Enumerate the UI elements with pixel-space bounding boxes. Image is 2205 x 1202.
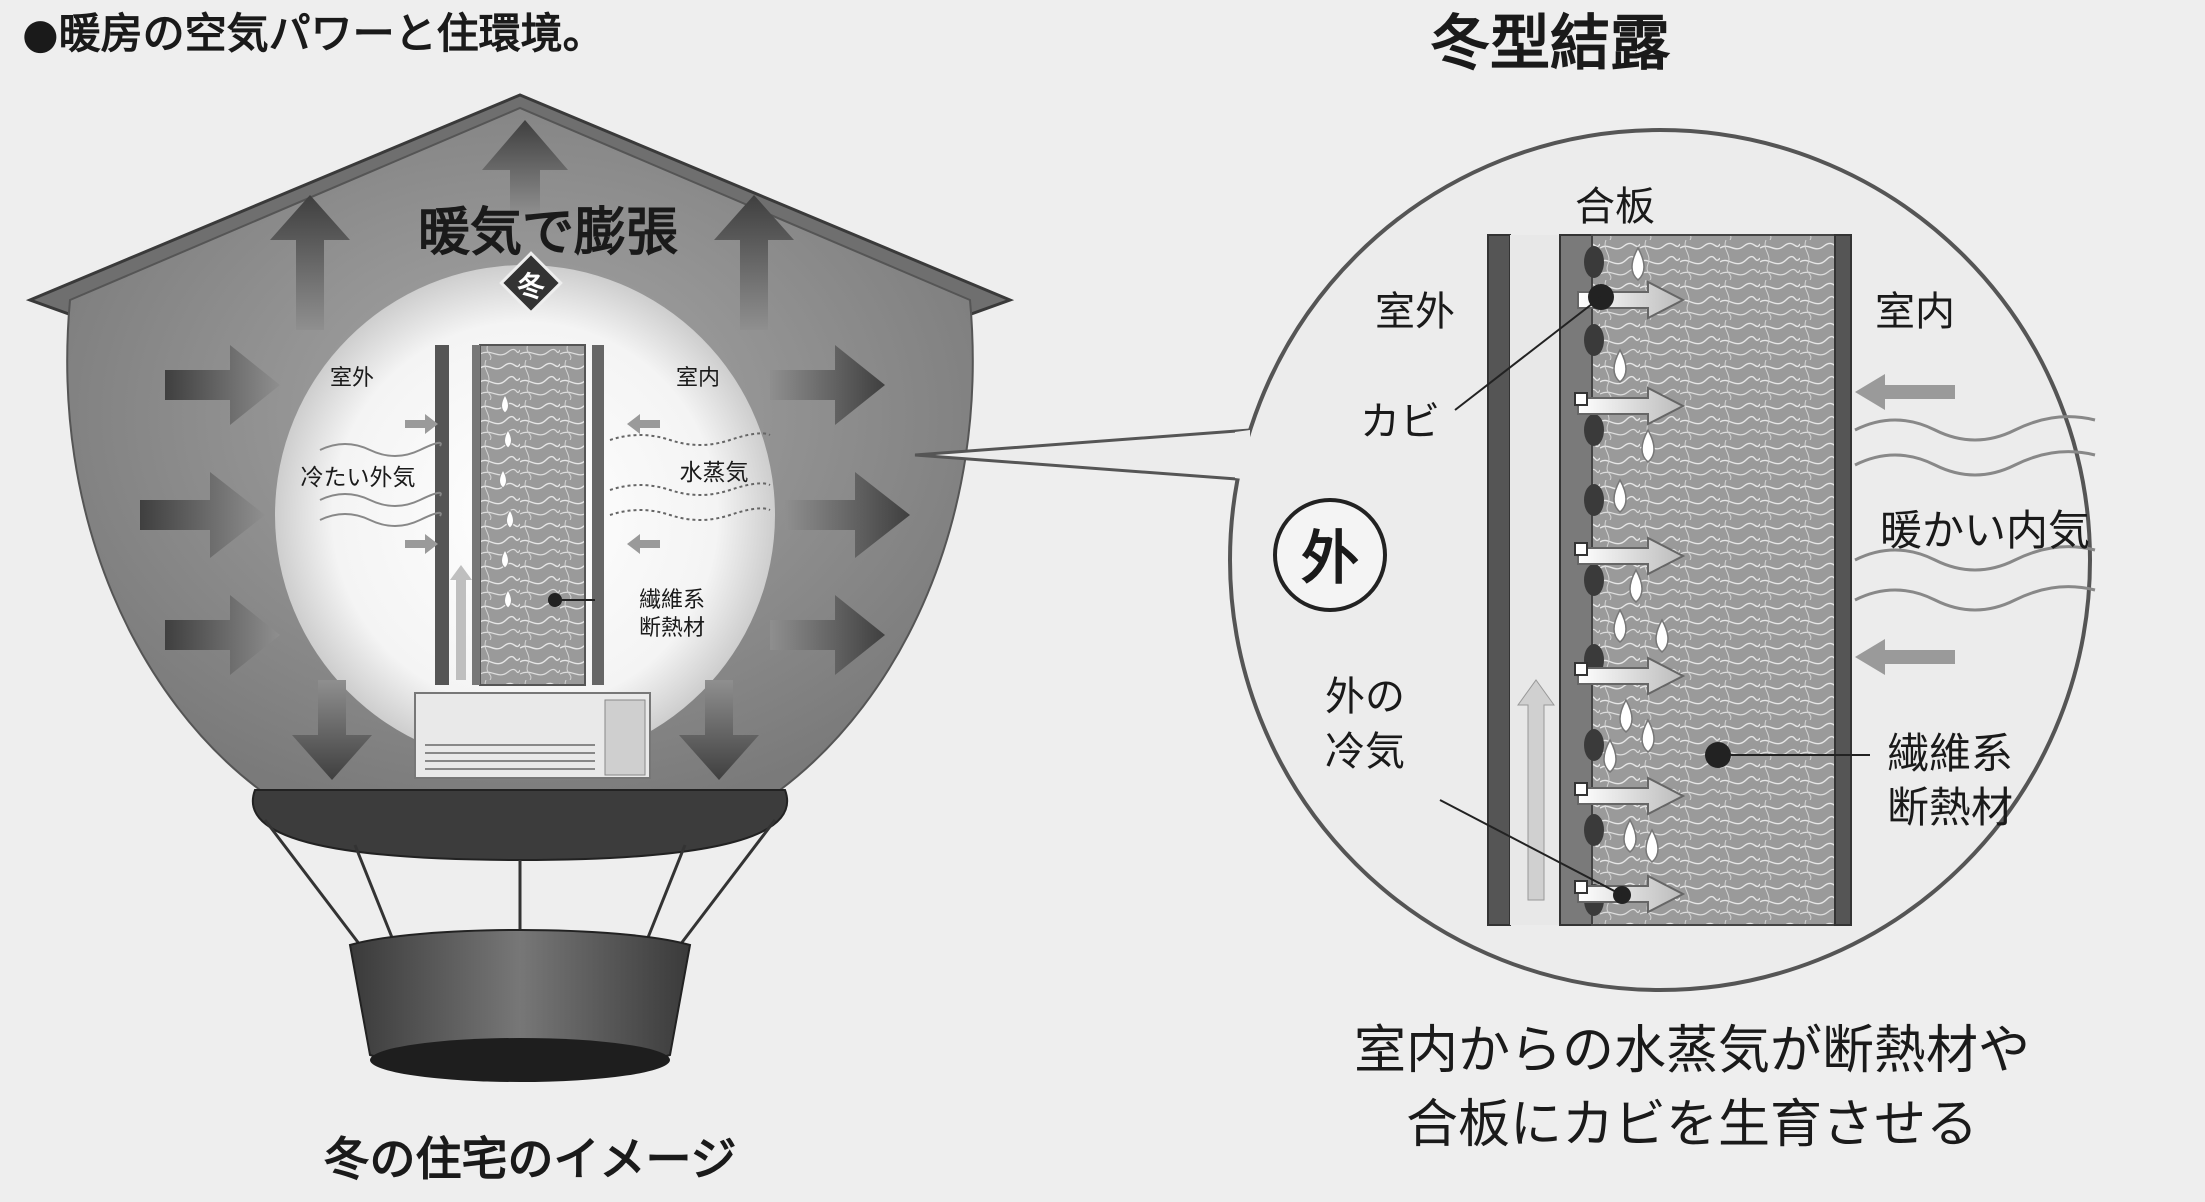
- detail-plywood-label: 合板: [1575, 184, 1655, 230]
- season-badge: 冬: [499, 251, 563, 315]
- balloon-outdoor-label: 室外: [330, 366, 374, 391]
- basket-bottom: [370, 1038, 670, 1082]
- balloon-indoor-label: 室内: [676, 366, 720, 391]
- arrow-up-2: [482, 120, 568, 215]
- small-arrow: [405, 414, 438, 434]
- arrow-left-2: [140, 472, 265, 558]
- cavity-up-arrow: [450, 565, 472, 680]
- outside-badge: 外: [1273, 498, 1387, 612]
- balloon-skirt: [251, 789, 789, 862]
- balloon-wall-section: [319, 344, 771, 686]
- warm-air-arrows: [1855, 374, 1955, 675]
- cold-air-lines: [319, 441, 442, 527]
- balloon-cold-air-label: 冷たい外気: [301, 465, 416, 491]
- arrow-up-3: [714, 195, 794, 330]
- detail-outdoor-label: 室外: [1375, 289, 1455, 335]
- arrow-right-2: [785, 472, 910, 558]
- small-arrow: [627, 414, 660, 434]
- balloon-house-illustration: 暖気で膨張 冬 室外 室内 冷たい外気 水蒸気 繊維系 断熱材 冬の住宅のイメー…: [25, 93, 1015, 1186]
- condensation-drops: [1603, 246, 1669, 863]
- mold-pointer-line: [1454, 296, 1602, 411]
- detail-indoor-label: 室内: [1875, 289, 1955, 335]
- drop: [504, 589, 512, 609]
- detail-insulation-label-2: 断熱材: [1887, 783, 2013, 832]
- balloon-expand-label: 暖気で膨張: [418, 203, 678, 263]
- small-arrow: [405, 534, 438, 554]
- detail-interior-board: [1834, 234, 1852, 926]
- footer-line-2: 合板にカビを生育させる: [1406, 1095, 1978, 1155]
- heater-unit: [414, 692, 651, 779]
- heater-side: [604, 699, 646, 776]
- detail-cold-air-label-2: 冷気: [1325, 729, 1405, 775]
- detail-exterior-board: [1487, 234, 1511, 926]
- season-badge-text: 冬: [517, 270, 545, 303]
- arrow-down-2: [679, 680, 759, 780]
- drop: [506, 509, 514, 529]
- warm-air-waves: [1854, 415, 2096, 612]
- small-arrow: [627, 534, 660, 554]
- detail-cold-air-label-1: 外の: [1325, 674, 1405, 720]
- arrow-left-3: [165, 595, 280, 675]
- cold-air-pointer-line: [1439, 799, 1623, 896]
- detail-warm-air-label: 暖かい内気: [1880, 506, 2090, 555]
- footer-line-1: 室内からの水蒸気が断熱材や: [1354, 1021, 2030, 1081]
- balloon-vapor-label: 水蒸気: [680, 460, 749, 486]
- detail-insulation-label-1: 繊維系: [1887, 729, 2013, 778]
- balloon-ropes: [263, 819, 777, 946]
- detail-wall-section: [1439, 234, 2096, 926]
- balloon-insulation-label-1: 繊維系: [639, 588, 705, 613]
- detail-mold-label: カビ: [1360, 399, 1440, 445]
- moisture-arrows: [1577, 280, 1686, 914]
- arrow-down-1: [292, 680, 372, 780]
- insulation-layer: [479, 344, 586, 686]
- drop: [499, 469, 507, 489]
- arrow-up-1: [270, 195, 350, 330]
- outside-badge-text: 外: [1301, 524, 1359, 592]
- plywood-board: [472, 345, 480, 685]
- drop: [501, 549, 509, 569]
- arrow-right-1: [770, 345, 885, 425]
- outer-wall-board: [435, 345, 449, 685]
- mold-spots: [1584, 246, 1604, 916]
- detail-cavity-up-arrow: [1517, 679, 1555, 901]
- drop: [504, 429, 512, 449]
- arrow-left-1: [165, 345, 280, 425]
- balloon-caption: 冬の住宅のイメージ: [323, 1132, 736, 1186]
- balloon-insulation-label-2: 断熱材: [639, 616, 705, 641]
- inner-wall-board: [592, 345, 604, 685]
- detail-callout: 合板 室外 室内 カビ 外 暖かい内気 外の 冷気 繊維系 断熱材: [914, 128, 2096, 992]
- right-title: 冬型結露: [1430, 9, 1671, 79]
- expansion-arrows: [140, 120, 910, 780]
- vapor-lines: [609, 432, 771, 521]
- arrow-right-3: [770, 595, 885, 675]
- drop: [501, 394, 509, 414]
- left-title: ●暖房の空気パワーと住環境。: [22, 9, 605, 58]
